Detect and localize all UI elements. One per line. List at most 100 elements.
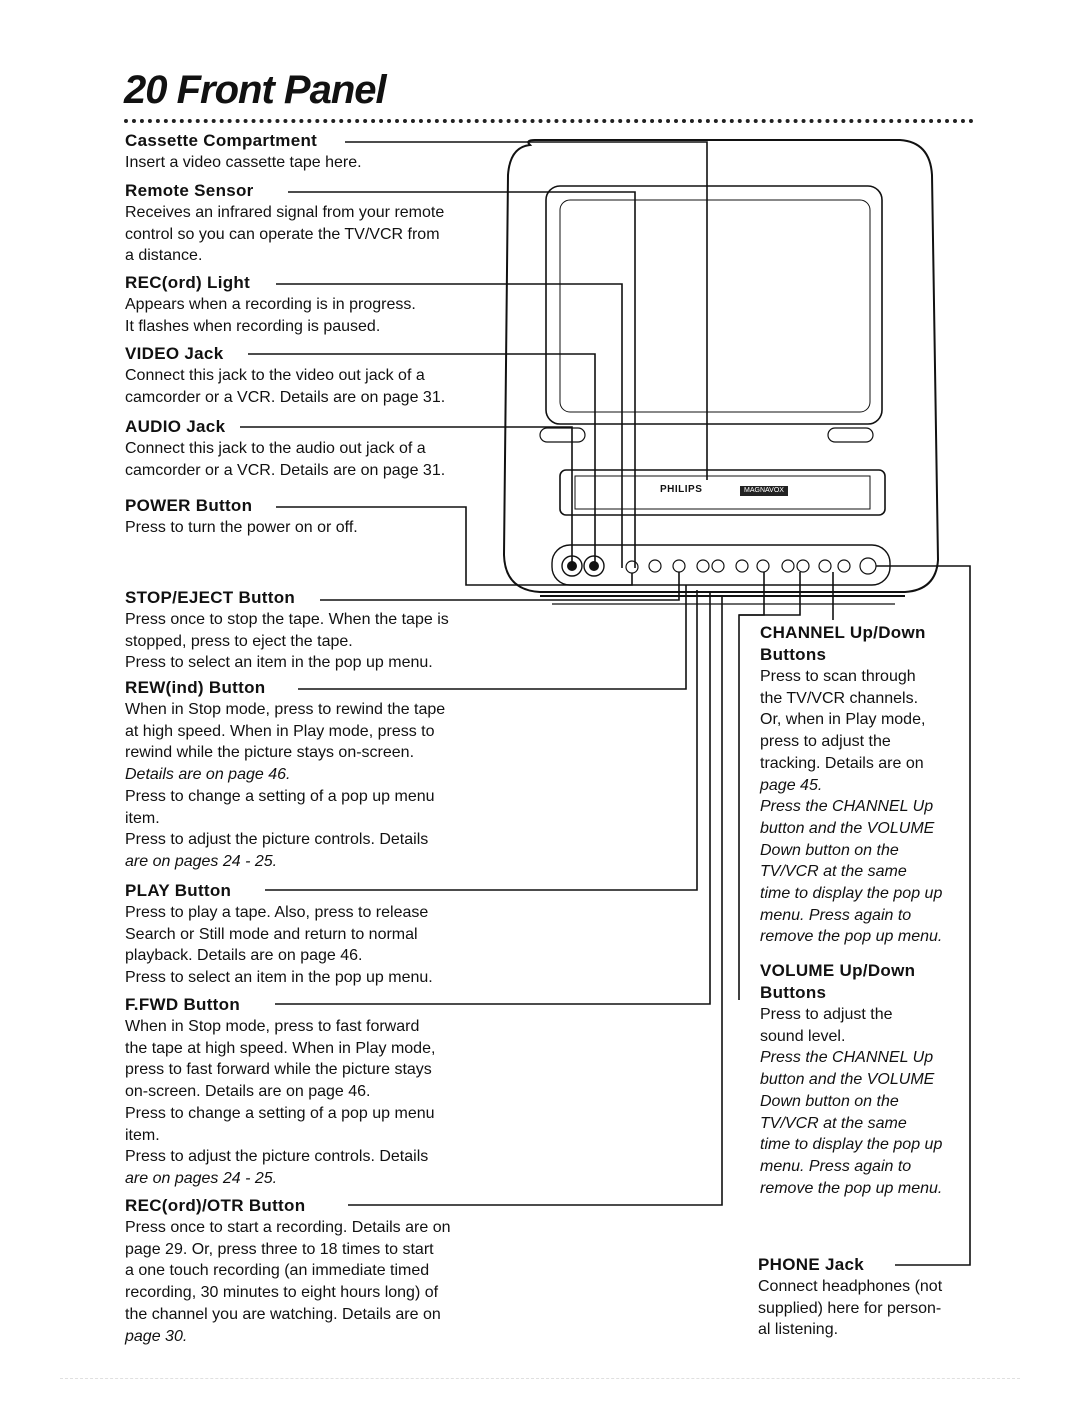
callout-stop-eject-button: STOP/EJECT Button Press once to stop the…	[125, 587, 505, 674]
callout-line: at high speed. When in Play mode, press …	[125, 722, 435, 740]
callout-line: Details are on page 46.	[125, 766, 291, 784]
callout-heading: VOLUME Up/Down	[760, 961, 916, 980]
callout-heading: Cassette Compartment	[125, 131, 318, 150]
callout-line: Press to select an item in the pop up me…	[125, 654, 433, 672]
callout-heading: AUDIO Jack	[125, 417, 226, 436]
callout-line: the channel you are watching. Details ar…	[125, 1305, 441, 1323]
callout-audio-jack: AUDIO Jack Connect this jack to the audi…	[125, 416, 495, 481]
callout-line: Press to select an item in the pop up me…	[125, 969, 433, 987]
callout-play-button: PLAY Button Press to play a tape. Also, …	[125, 880, 505, 989]
scan-artifact-line	[60, 1378, 1020, 1409]
callout-heading: Remote Sensor	[125, 181, 254, 200]
callout-line: menu. Press again to	[760, 906, 912, 924]
callout-line: press to adjust the	[760, 733, 891, 751]
callout-line: Receives an infrared signal from your re…	[125, 204, 445, 221]
callout-line: are on pages 24 - 25.	[125, 852, 278, 870]
callout-heading: REW(ind) Button	[125, 678, 266, 697]
callout-line: time to display the pop up	[760, 1136, 943, 1154]
callout-line: Connect this jack to the video out jack …	[125, 367, 425, 384]
callout-video-jack: VIDEO Jack Connect this jack to the vide…	[125, 343, 495, 408]
callout-line: remove the pop up menu.	[760, 928, 943, 946]
callout-heading-2: Buttons	[760, 983, 827, 1002]
callout-heading: STOP/EJECT Button	[125, 588, 296, 607]
callout-heading-2: Buttons	[760, 645, 827, 664]
callout-line: Press to adjust the	[760, 1006, 893, 1023]
callout-line: the TV/VCR channels.	[760, 689, 919, 707]
callout-line: supplied) here for person-	[758, 1299, 942, 1317]
callout-line: item.	[125, 1126, 160, 1144]
callout-line: Connect this jack to the audio out jack …	[125, 440, 426, 457]
callout-line: Down button on the	[760, 841, 899, 859]
callout-line: Search or Still mode and return to norma…	[125, 925, 418, 943]
callout-heading: REC(ord) Light	[125, 273, 251, 292]
page-number: 20	[124, 68, 167, 112]
callout-heading: PLAY Button	[125, 881, 232, 900]
callout-line: Press the CHANNEL Up	[760, 1049, 934, 1067]
callout-line: TV/VCR at the same	[760, 1114, 907, 1132]
tv-brand-magnavox: MAGNAVOX	[740, 486, 788, 496]
callout-line: tracking. Details are on	[760, 754, 924, 772]
page-title: 20 Front Panel	[124, 68, 387, 113]
callout-line: When in Stop mode, press to fast forward	[125, 1018, 420, 1035]
callout-line: Press to adjust the picture controls. De…	[125, 1148, 429, 1166]
callout-line: Or, when in Play mode,	[760, 711, 926, 729]
page-title-text: Front Panel	[176, 68, 387, 112]
callout-line: sound level.	[760, 1027, 846, 1045]
tv-brand-philips: PHILIPS	[660, 484, 703, 495]
callout-line: control so you can operate the TV/VCR fr…	[125, 225, 440, 243]
dotted-divider	[124, 119, 974, 123]
callout-line: Press to play a tape. Also, press to rel…	[125, 904, 429, 921]
callout-record-otr-button: REC(ord)/OTR Button Press once to start …	[125, 1195, 505, 1347]
callout-line: Press to turn the power on or off.	[125, 519, 358, 536]
callout-line: a one touch recording (an immediate time…	[125, 1262, 430, 1280]
callout-line: stopped, press to eject the tape.	[125, 632, 353, 650]
callout-channel-buttons: CHANNEL Up/Down Buttons Press to scan th…	[760, 622, 975, 948]
callout-line: Press to change a setting of a pop up me…	[125, 787, 435, 805]
callout-heading: PHONE Jack	[758, 1255, 864, 1274]
callout-line: item.	[125, 809, 160, 827]
callout-line: a distance.	[125, 247, 203, 265]
callout-remote-sensor: Remote Sensor Receives an infrared signa…	[125, 180, 495, 267]
callout-line: Press the CHANNEL Up	[760, 798, 934, 816]
callout-rewind-button: REW(ind) Button When in Stop mode, press…	[125, 677, 505, 873]
callout-line: menu. Press again to	[760, 1157, 912, 1175]
callout-line: Press to scan through	[760, 668, 916, 685]
callout-heading: POWER Button	[125, 496, 253, 515]
callout-line: Press once to start a recording. Details…	[125, 1219, 451, 1236]
callout-line: the tape at high speed. When in Play mod…	[125, 1039, 436, 1057]
callout-line: on-screen. Details are on page 46.	[125, 1083, 371, 1101]
callout-line: Connect headphones (not	[758, 1278, 943, 1295]
callout-cassette-compartment: Cassette Compartment Insert a video cass…	[125, 130, 505, 174]
callout-line: page 29. Or, press three to 18 times to …	[125, 1240, 434, 1258]
callout-heading: CHANNEL Up/Down	[760, 623, 926, 642]
callout-heading: VIDEO Jack	[125, 344, 224, 363]
callout-line: time to display the pop up	[760, 885, 943, 903]
callout-line: It flashes when recording is paused.	[125, 317, 381, 335]
callout-line: Press once to stop the tape. When the ta…	[125, 611, 449, 628]
callout-line: Press to adjust the picture controls. De…	[125, 831, 429, 849]
callout-line: When in Stop mode, press to rewind the t…	[125, 701, 446, 718]
callout-line: Appears when a recording is in progress.	[125, 296, 416, 313]
callout-line: camcorder or a VCR. Details are on page …	[125, 461, 446, 479]
callout-line: camcorder or a VCR. Details are on page …	[125, 388, 446, 406]
callout-line: playback. Details are on page 46.	[125, 947, 363, 965]
callout-line: button and the VOLUME	[760, 1071, 935, 1089]
callout-line: Down button on the	[760, 1092, 899, 1110]
callout-heading: REC(ord)/OTR Button	[125, 1196, 306, 1215]
callout-phone-jack: PHONE Jack Connect headphones (not suppl…	[758, 1254, 973, 1341]
callout-line: al listening.	[758, 1321, 839, 1339]
callout-line: Press to change a setting of a pop up me…	[125, 1104, 435, 1122]
callout-line: page 30.	[125, 1327, 188, 1345]
callout-line: are on pages 24 - 25.	[125, 1169, 278, 1187]
callout-power-button: POWER Button Press to turn the power on …	[125, 495, 465, 539]
callout-line: Insert a video cassette tape here.	[125, 154, 362, 171]
callout-heading: F.FWD Button	[125, 995, 241, 1014]
callout-line: rewind while the picture stays on-screen…	[125, 744, 415, 762]
callout-line: press to fast forward while the picture …	[125, 1061, 432, 1079]
callout-line: page 45.	[760, 776, 823, 794]
callout-line: button and the VOLUME	[760, 819, 935, 837]
callout-volume-buttons: VOLUME Up/Down Buttons Press to adjust t…	[760, 960, 975, 1199]
callout-line: recording, 30 minutes to eight hours lon…	[125, 1284, 439, 1302]
callout-line: TV/VCR at the same	[760, 863, 907, 881]
